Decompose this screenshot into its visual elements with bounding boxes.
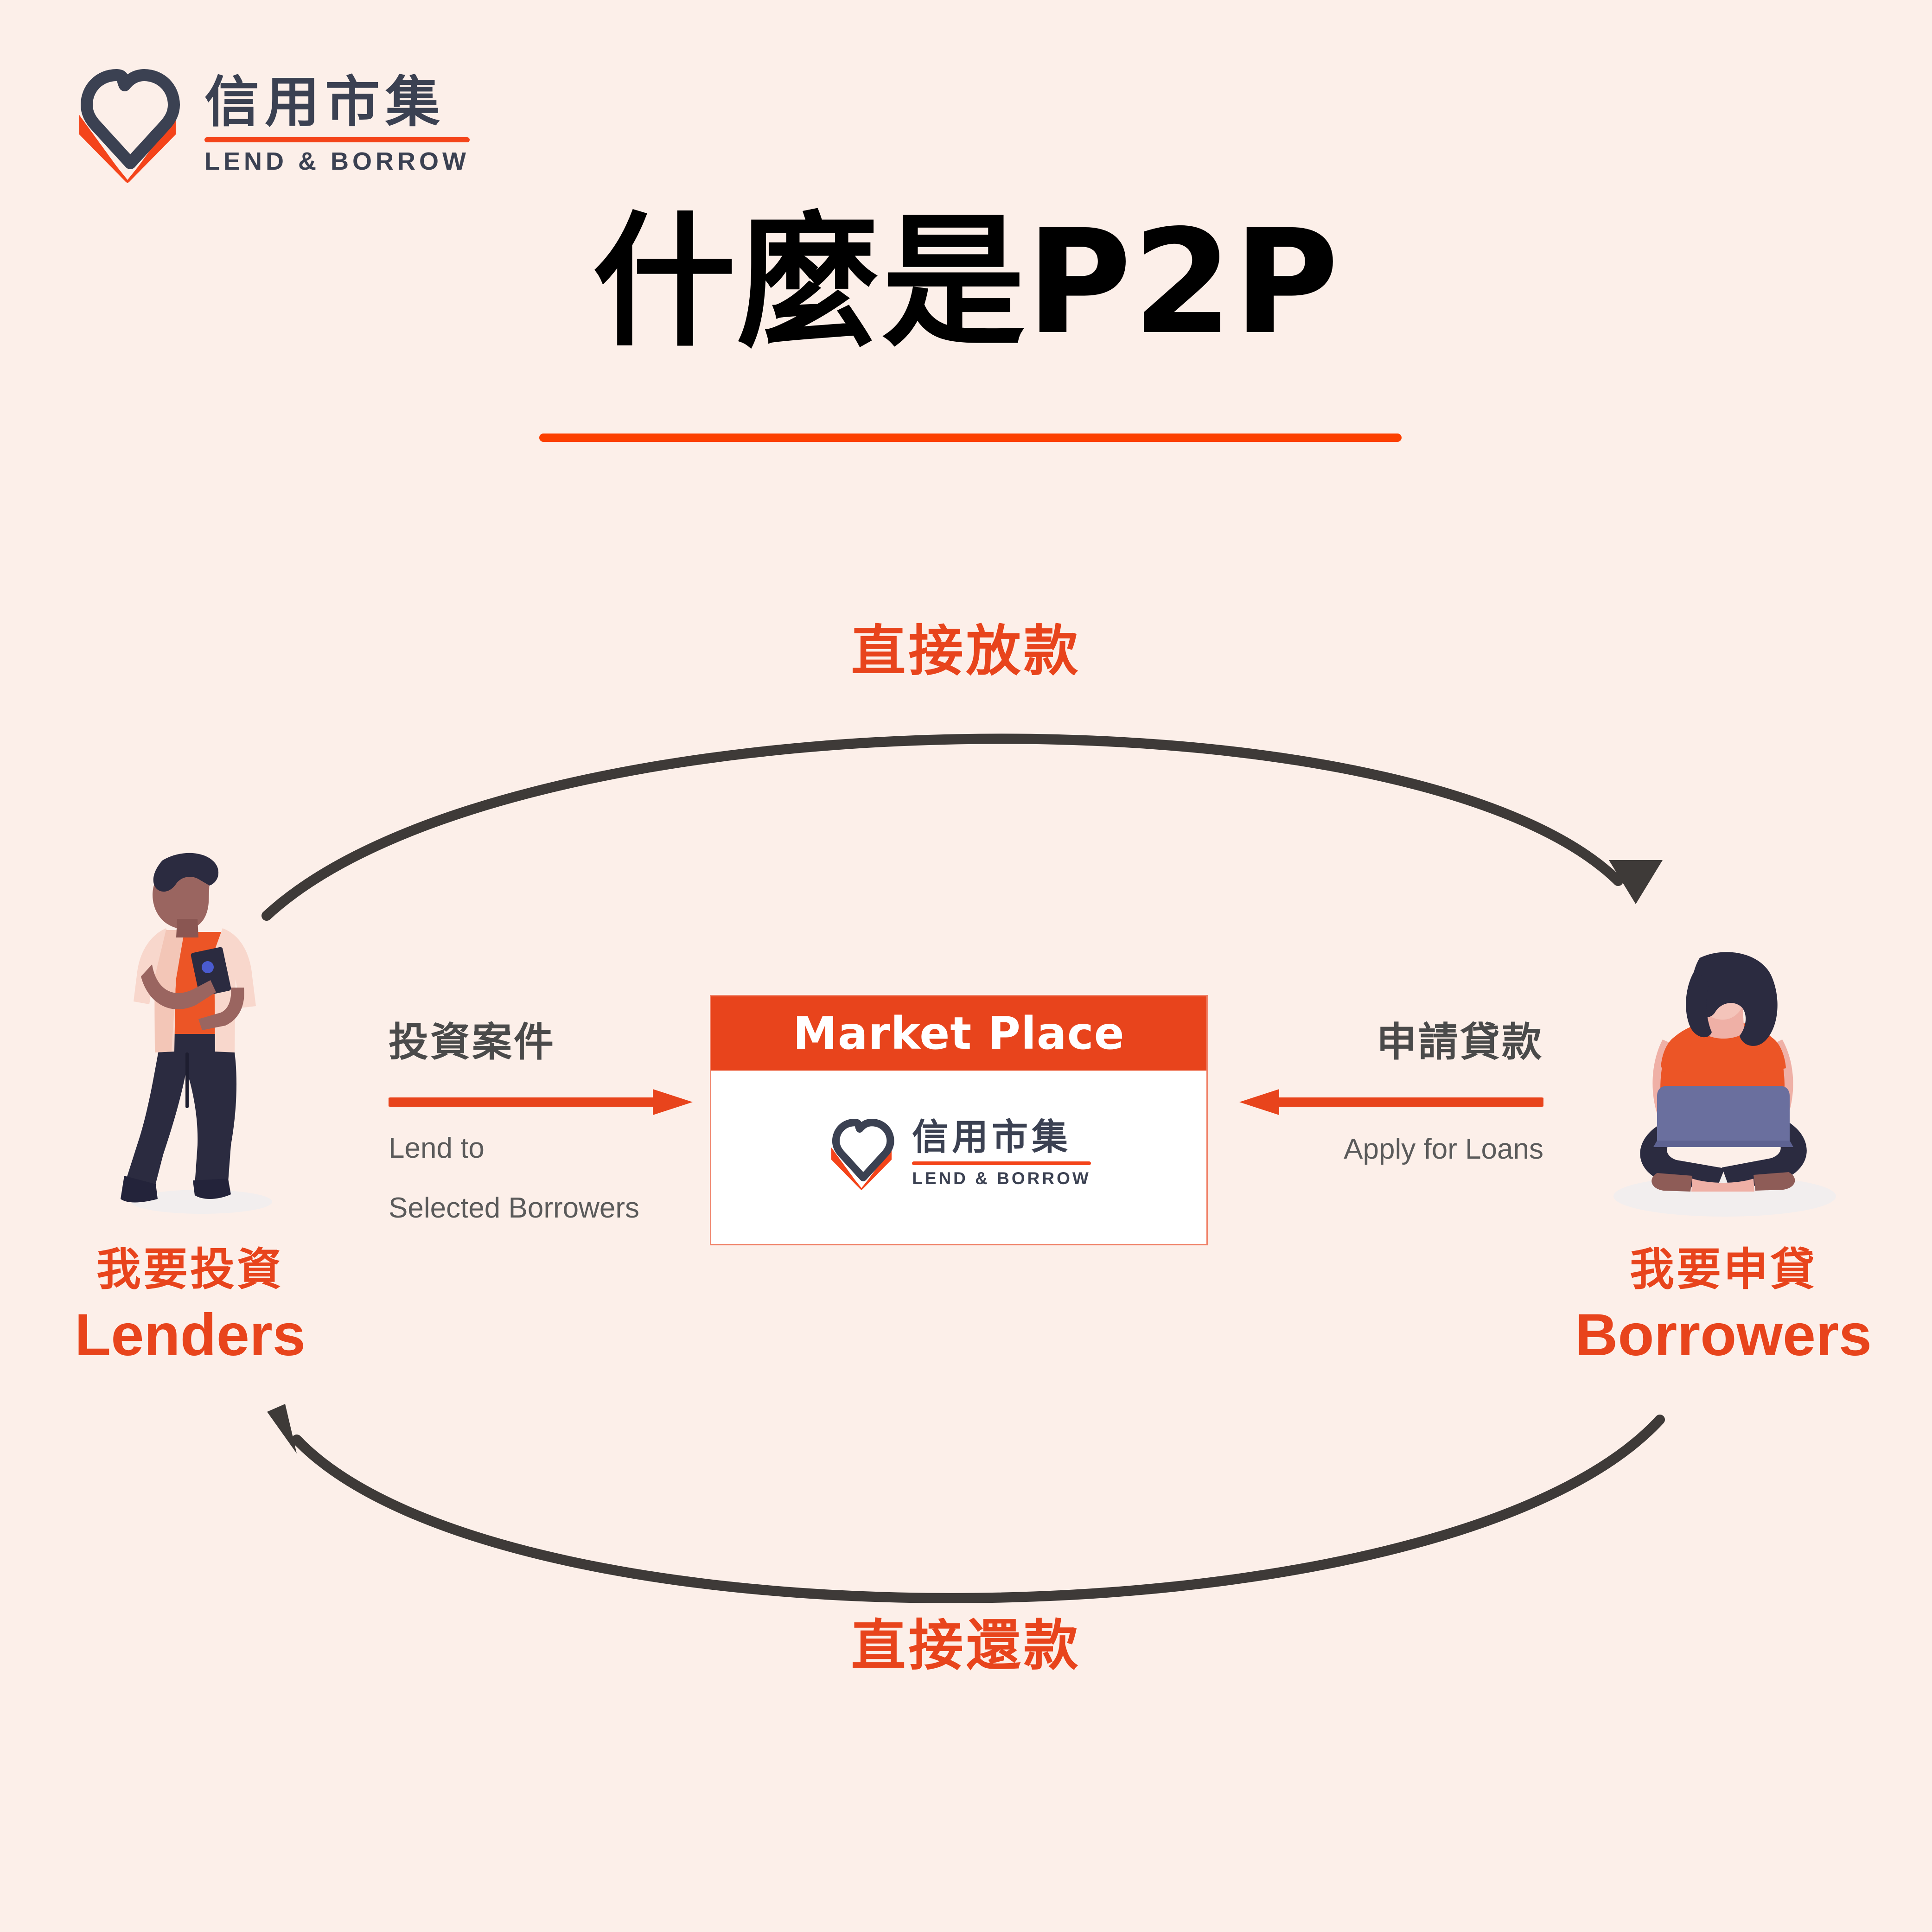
lender-label-en: Lenders: [75, 1302, 306, 1368]
borrower-label-cn: 我要申貸: [1630, 1243, 1817, 1295]
curved-arrow-left-icon: [267, 1404, 1665, 1603]
market-place-card: Market Place 信用市集 LEND & BORROW: [710, 995, 1208, 1245]
person-sitting-with-laptop-illustration: [1609, 950, 1836, 1219]
brand-logo: 信用市集 LEND & BORROW: [72, 65, 470, 183]
market-place-title: Market Place: [793, 1007, 1125, 1059]
top-arc-label: 直接放款: [851, 619, 1081, 683]
brand-wordmark: 信用市集 LEND & BORROW: [204, 74, 470, 174]
borrow-flow-label-en: Apply for Loans: [1344, 1133, 1543, 1165]
borrow-flow-group: 申請貸款 Apply for Loans: [1237, 1019, 1546, 1167]
market-place-logo-divider: [912, 1161, 1091, 1166]
borrow-flow-label-cn: 申請貸款: [1377, 1019, 1543, 1065]
page-title-underline: [539, 434, 1402, 442]
lend-flow-label-cn: 投資案件: [389, 1019, 555, 1065]
heart-b-logo-icon: [72, 65, 183, 183]
borrower-label-en: Borrowers: [1575, 1302, 1872, 1368]
person-standing-with-phone-illustration: [107, 848, 292, 1215]
arrow-right-icon: [386, 1088, 695, 1115]
lend-flow-group: 投資案件 Lend to Selected Borrowers: [386, 1019, 695, 1227]
curved-arrow-right-icon: [261, 733, 1663, 921]
market-place-logo-en: LEND & BORROW: [912, 1169, 1091, 1188]
lend-flow-label-en-line1: Lend to: [389, 1132, 485, 1164]
market-place-wordmark: 信用市集 LEND & BORROW: [912, 1119, 1091, 1187]
page-title-text: 什麼是P2P: [592, 199, 1340, 366]
bottom-arc-label: 直接還款: [851, 1613, 1081, 1677]
lender-label-group: 我要投資 Lenders: [0, 1247, 380, 1365]
arrow-left-icon: [1237, 1088, 1546, 1115]
market-place-body: 信用市集 LEND & BORROW: [711, 1071, 1206, 1244]
borrower-label-group: 我要申貸 Borrowers: [1515, 1247, 1932, 1365]
page-title: 什麼是P2P: [0, 211, 1932, 355]
lend-flow-label-en-line2: Selected Borrowers: [389, 1192, 640, 1224]
brand-name-en: LEND & BORROW: [204, 147, 470, 176]
market-place-logo-cn: 信用市集: [912, 1116, 1072, 1158]
lender-label-cn: 我要投資: [96, 1243, 284, 1295]
heart-b-logo-icon: [827, 1116, 896, 1190]
brand-divider: [204, 137, 470, 143]
market-place-header: Market Place: [711, 996, 1206, 1071]
brand-name-cn: 信用市集: [204, 70, 446, 134]
